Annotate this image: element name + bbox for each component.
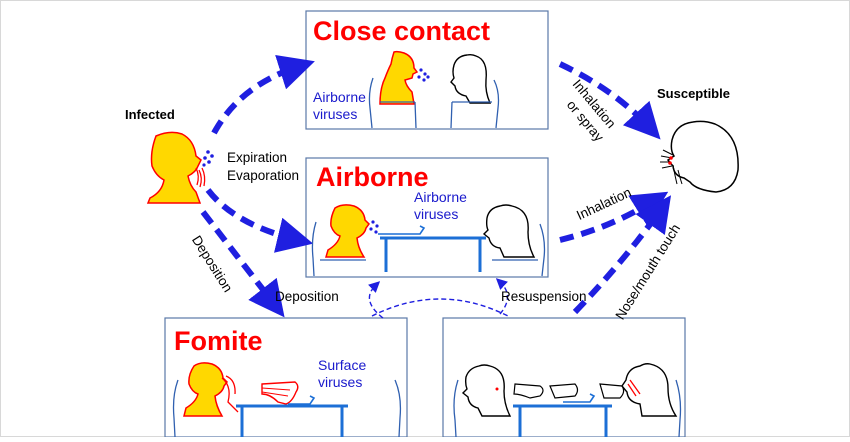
arrow-deposition-arc xyxy=(368,281,384,319)
close-contact-virus-label-2: viruses xyxy=(313,106,358,122)
fomite-virus-label-2: viruses xyxy=(318,374,363,390)
airborne-scene xyxy=(311,204,546,277)
arrow-infected-to-airborne xyxy=(205,188,314,253)
expiration-label: Expiration xyxy=(227,150,288,165)
fomite-scene xyxy=(172,362,402,438)
airborne-virus-label-1: Airborne xyxy=(414,189,467,205)
close-contact-box xyxy=(305,10,549,130)
arrow-touch-to-susceptible xyxy=(572,195,672,315)
close-contact-scene xyxy=(368,50,500,129)
arc-deposition-resuspension xyxy=(371,298,509,317)
close-contact-virus-label-1: Airborne xyxy=(313,89,366,105)
evaporation-label: Evaporation xyxy=(227,168,300,183)
infected-label: Infected xyxy=(125,107,175,122)
touch-scene xyxy=(453,363,682,438)
airborne-virus-label-2: viruses xyxy=(414,206,459,222)
deposition-label: Deposition xyxy=(275,289,339,304)
fomite-box xyxy=(164,317,408,438)
infected-person-icon xyxy=(146,131,214,204)
arrow-infected-to-fomite xyxy=(200,210,285,318)
susceptible-person-icon xyxy=(660,120,739,193)
fomite-virus-label-1: Surface xyxy=(318,357,367,373)
resuspension-label: Resuspension xyxy=(501,289,587,304)
susceptible-label: Susceptible xyxy=(657,86,730,101)
arrow-close-contact-to-susceptible xyxy=(558,61,661,140)
airborne-title: Airborne xyxy=(316,162,429,192)
fomite-title: Fomite xyxy=(174,326,263,356)
close-contact-title: Close contact xyxy=(313,16,491,46)
arrow-infected-to-close-contact xyxy=(211,55,315,135)
arrow-resuspension-arc xyxy=(495,278,509,315)
